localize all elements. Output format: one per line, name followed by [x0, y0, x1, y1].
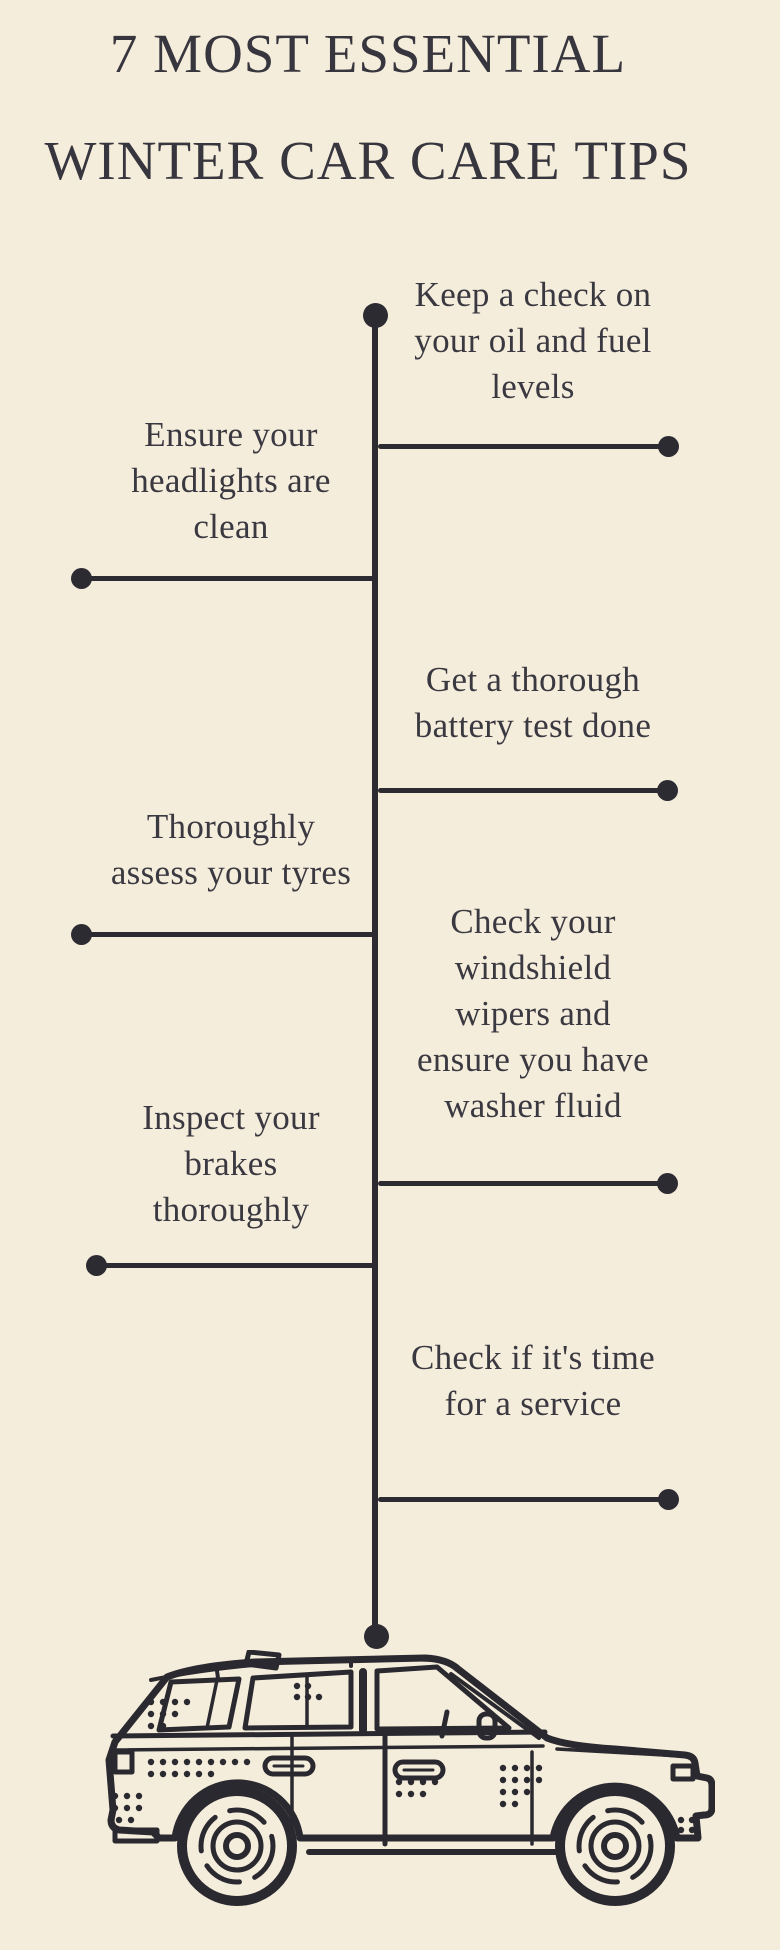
timeline-spine: [372, 315, 378, 1636]
car-illustration: [105, 1650, 715, 1906]
tip-line: Inspect your: [142, 1098, 320, 1137]
tip-line: thoroughly: [152, 1190, 310, 1229]
timeline-connector-6: [97, 1263, 374, 1268]
tip-line: for a service: [444, 1384, 622, 1423]
timeline-connector-4: [82, 932, 374, 937]
tip-text-3: Get a thorough battery test done: [388, 657, 678, 749]
car-rear-wheel: [177, 1786, 297, 1906]
tip-line: Check if it's time: [410, 1338, 656, 1377]
tip-line: Thoroughly: [146, 807, 316, 846]
tip-text-4: Thoroughly assess your tyres: [85, 804, 377, 896]
tip-text-2: Ensure your headlights are clean: [85, 412, 377, 550]
tip-line: clean: [193, 507, 269, 546]
timeline-end-dot-icon: [364, 1624, 389, 1649]
timeline-connector-2: [82, 576, 374, 581]
timeline-connector-5: [378, 1181, 668, 1186]
tip-line: brakes: [184, 1144, 278, 1183]
car-rear-window: [156, 1676, 242, 1733]
car-body-outline: [105, 1654, 715, 1842]
car-mud-flap: [112, 1827, 160, 1844]
car-tail-lamp: [112, 1749, 135, 1775]
car-front-window: [374, 1664, 512, 1732]
timeline-dot-icon: [71, 568, 92, 589]
timeline-dot-icon: [657, 780, 678, 801]
timeline-dot-icon: [86, 1255, 107, 1276]
timeline-dot-icon: [657, 1173, 678, 1194]
tip-line: Ensure your: [144, 415, 318, 454]
tip-line: assess your tyres: [110, 853, 352, 892]
tip-text-1: Keep a check on your oil and fuel levels: [388, 272, 678, 410]
tip-line: Check your: [450, 902, 616, 941]
car-antenna-icon: [243, 1650, 282, 1671]
tip-line: levels: [491, 367, 575, 406]
car-halftone-dots: [111, 1682, 696, 1834]
timeline-connector-1: [378, 444, 668, 449]
car-door-handle: [262, 1755, 316, 1777]
timeline-dot-icon: [658, 1489, 679, 1510]
tip-line: washer fluid: [444, 1086, 622, 1125]
timeline-dot-icon: [71, 924, 92, 945]
car-windshield: [449, 1672, 541, 1740]
page-title-line-2: WINTER CAR CARE TIPS: [44, 130, 692, 191]
car-mid-window: [242, 1669, 354, 1731]
tip-line: windshield: [454, 948, 612, 987]
tip-line: headlights are: [131, 461, 331, 500]
timeline-start-dot-icon: [363, 303, 388, 328]
car-front-wheel: [555, 1786, 675, 1906]
timeline-connector-7: [378, 1497, 668, 1502]
tip-line: Get a thorough: [425, 660, 641, 699]
timeline-dot-icon: [658, 436, 679, 457]
car-steering-column: [439, 1709, 450, 1739]
tip-line: wipers and: [455, 994, 611, 1033]
car-steering-wheel: [476, 1711, 498, 1741]
timeline-connector-3: [378, 788, 668, 793]
page-title-line-1: 7 MOST ESSENTIAL: [109, 23, 627, 84]
tip-line: battery test done: [414, 706, 652, 745]
tip-text-5: Check your windshield wipers and ensure …: [388, 899, 678, 1129]
tip-line: Keep a check on: [414, 275, 652, 314]
tip-line: ensure you have: [417, 1040, 649, 1079]
car-head-lamp: [670, 1763, 696, 1782]
tip-text-6: Inspect your brakes thoroughly: [85, 1095, 377, 1233]
tip-line: your oil and fuel: [414, 321, 652, 360]
car-door-handle: [392, 1759, 446, 1781]
tip-text-7: Check if it's time for a service: [388, 1335, 678, 1427]
